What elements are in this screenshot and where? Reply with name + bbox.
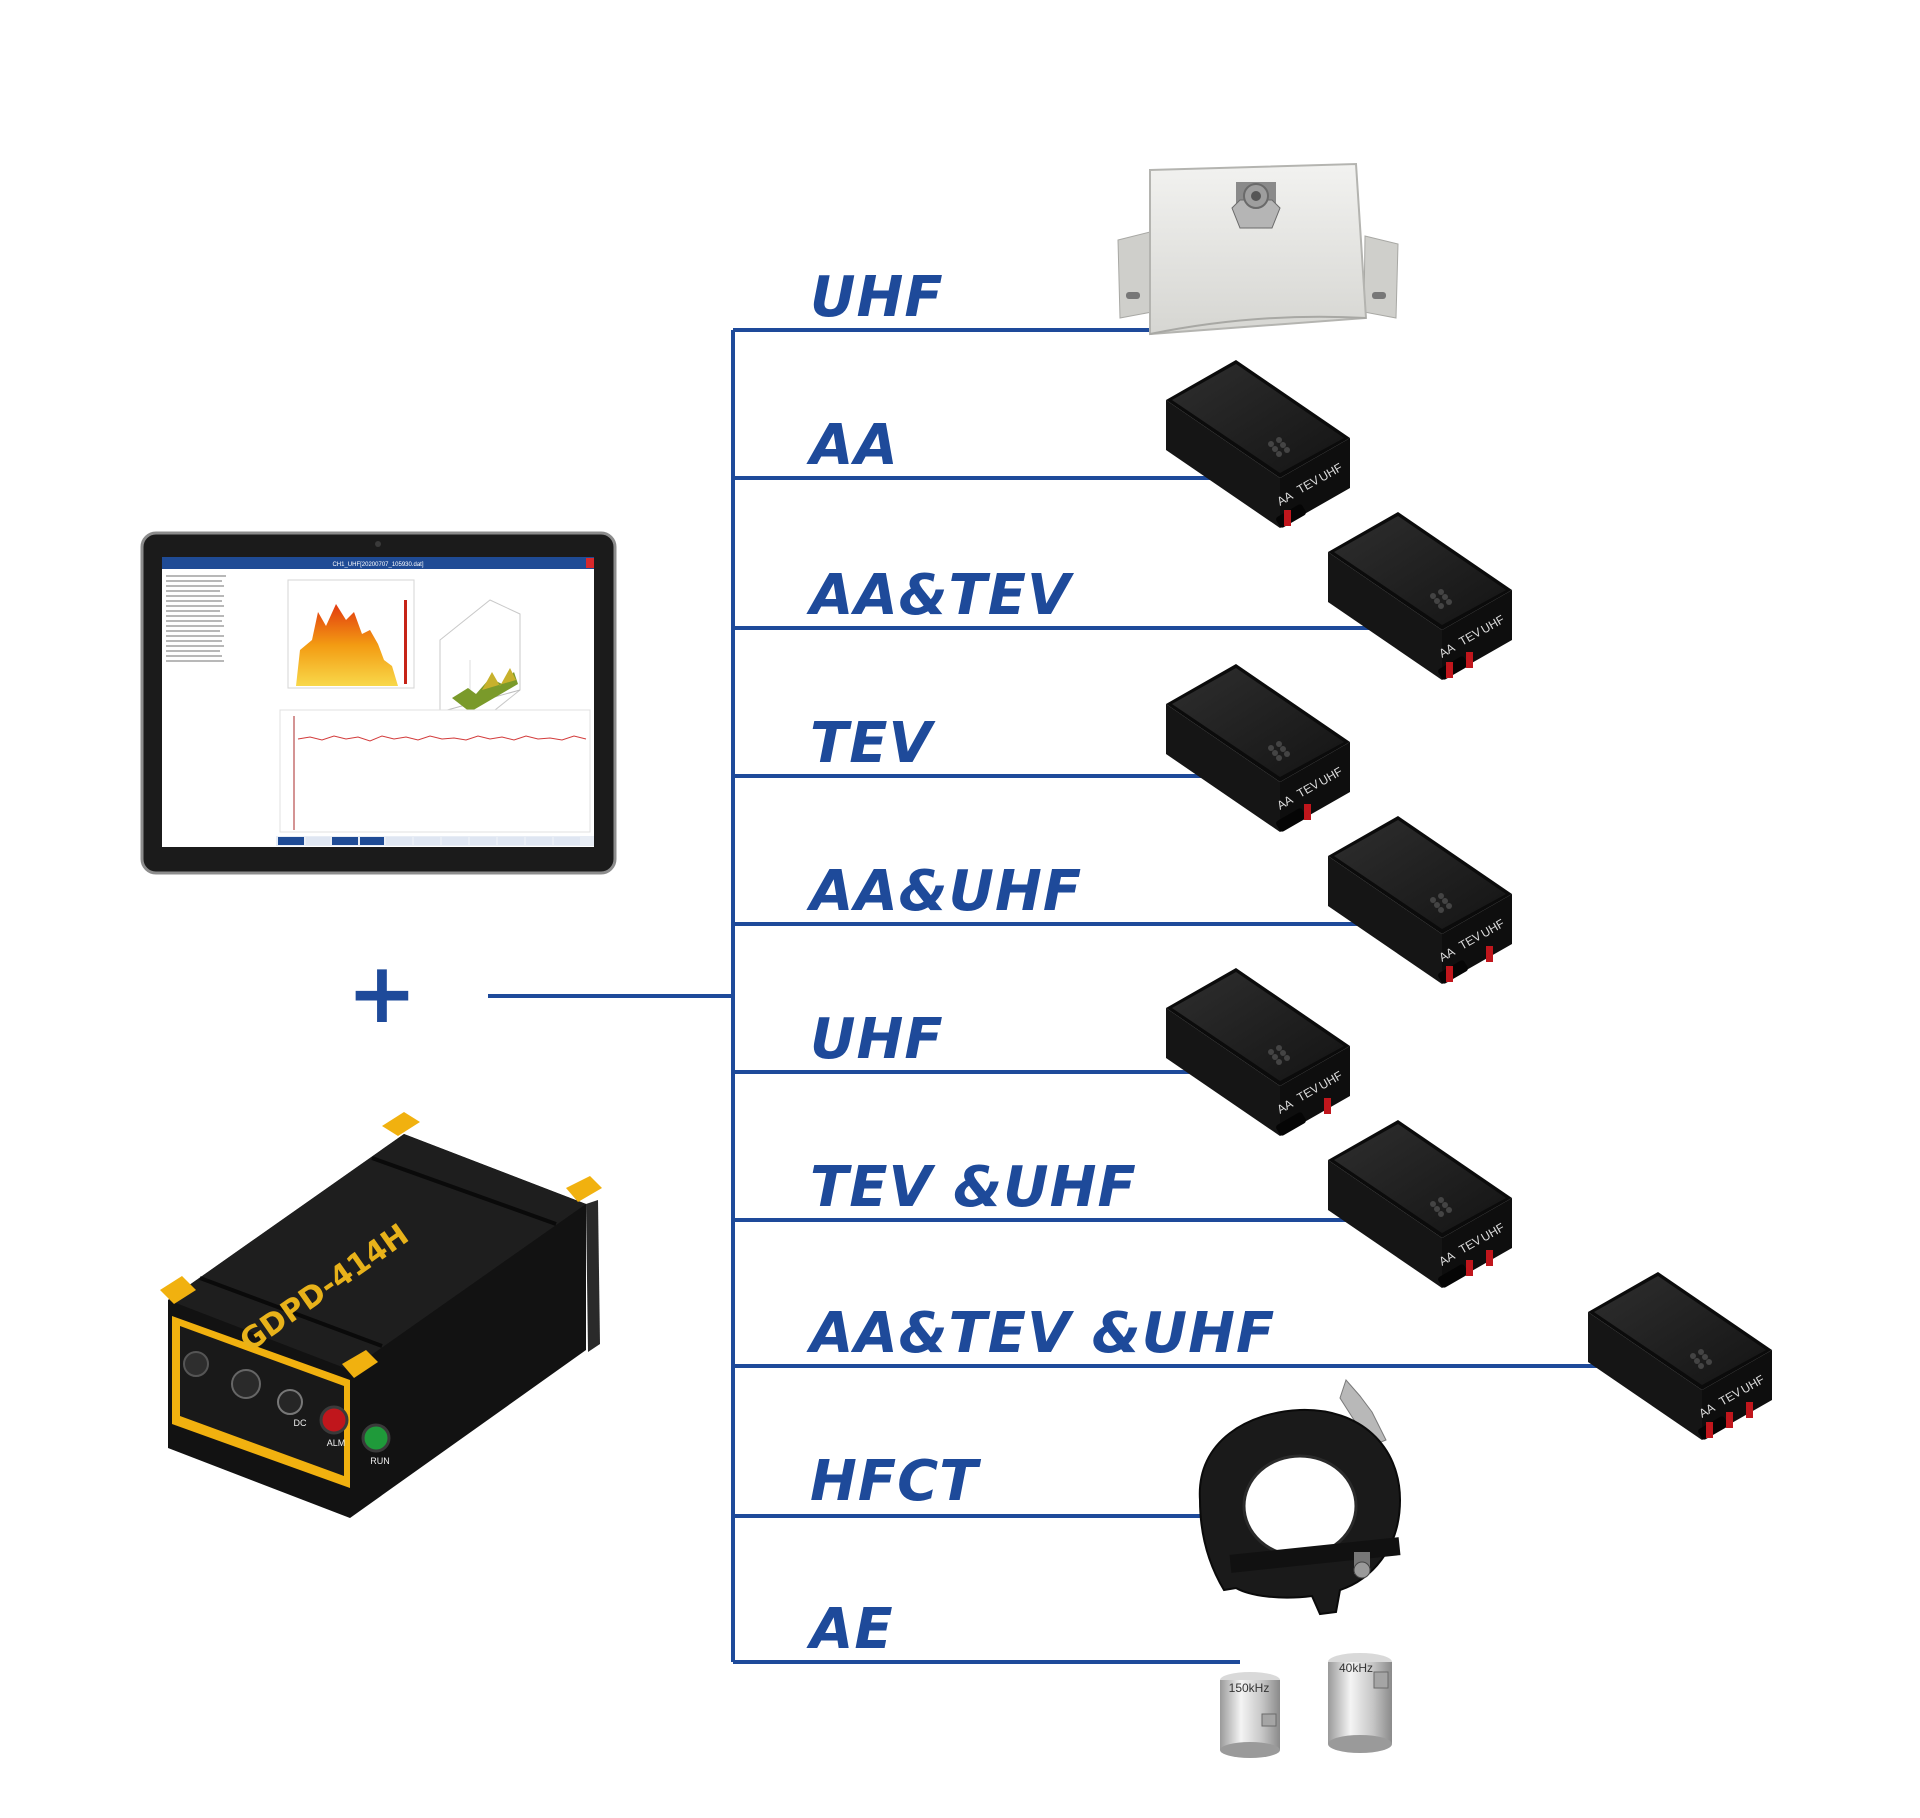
sensor-module-aa-tev: AA TEV UHF <box>1328 512 1512 681</box>
ae-probe-label: 40kHz <box>1339 1661 1373 1675</box>
tablet-tab-bar <box>276 836 594 846</box>
tablet-file-list <box>166 575 226 662</box>
sensor-module-aa: AA TEV UHF <box>1166 360 1350 529</box>
conn-label-aa: AA <box>1275 488 1296 508</box>
connector-uhf <box>1746 1402 1753 1418</box>
connector-uhf <box>1486 1250 1493 1266</box>
branch-label: UHF <box>810 265 944 330</box>
ae-probe-label: 150kHz <box>1229 1681 1270 1695</box>
hfct-clamp <box>1198 1379 1402 1616</box>
sensor-module-tev-uhf: AA TEV UHF <box>1328 1120 1512 1289</box>
tablet-device: CH1_UHF[20200707_105930.dat] <box>140 531 617 875</box>
branch-label: HFCT <box>810 1449 981 1514</box>
branch-lines <box>733 328 1630 1664</box>
sensor-module-aa-uhf: AA TEV UHF <box>1328 816 1512 985</box>
conn-label-aa: AA <box>1437 640 1458 660</box>
conn-label-aa: AA <box>1437 1248 1458 1268</box>
tablet-prpd-chart <box>287 579 415 689</box>
plus-symbol: + <box>347 944 417 1042</box>
conn-label-aa: AA <box>1275 1096 1296 1116</box>
connector-tev <box>1466 652 1473 668</box>
branch-label: AA&TEV &UHF <box>806 1301 1275 1366</box>
main-unit: DC ALM RUN GDPD-414H <box>160 1112 602 1518</box>
connector-uhf <box>1486 946 1493 962</box>
branch-label: AA&UHF <box>806 859 1082 924</box>
connector-tev <box>1304 804 1311 820</box>
ae-probe-40khz: 40kHz <box>1328 1653 1392 1753</box>
ae-probes: 150kHz 40kHz <box>1220 1653 1392 1758</box>
conn-label-aa: AA <box>1697 1400 1718 1420</box>
sensor-module-aa-tev-uhf: AA TEV UHF <box>1588 1272 1772 1441</box>
sensor-module-uhf: AA TEV UHF <box>1166 968 1350 1137</box>
branch-label: TEV <box>810 711 936 776</box>
connector-aa <box>1446 662 1453 678</box>
tablet-window-title: CH1_UHF[20200707_105930.dat] <box>332 562 423 568</box>
alm-led <box>319 1405 349 1435</box>
conn-label-aa: AA <box>1437 944 1458 964</box>
connector-aa <box>1284 510 1291 526</box>
sensor-module-tev: AA TEV UHF <box>1166 664 1350 833</box>
run-led <box>361 1423 391 1453</box>
tablet-3d-chart <box>439 599 521 731</box>
connector-aa <box>1706 1422 1713 1438</box>
dc-port-label: DC <box>294 1418 307 1428</box>
connector-tev <box>1726 1412 1733 1428</box>
connector-tev <box>1466 1260 1473 1276</box>
tablet-waveform-chart <box>279 709 591 833</box>
branch-labels: UHF AA AA&TEV TEV AA&UHF UHF TEV &UHF AA… <box>806 265 1275 1662</box>
branch-label: AA&TEV <box>806 563 1075 628</box>
connector-uhf <box>1324 1098 1331 1114</box>
branch-label: UHF <box>810 1007 944 1072</box>
branch-label: AA <box>806 413 899 478</box>
branch-label: AE <box>806 1597 894 1662</box>
branch-label: TEV &UHF <box>810 1155 1137 1220</box>
run-label: RUN <box>370 1456 390 1466</box>
ae-probe-150khz: 150kHz <box>1220 1672 1280 1758</box>
uhf-antenna-box <box>1117 162 1399 336</box>
alm-label: ALM <box>327 1438 346 1448</box>
connector-aa <box>1446 966 1453 982</box>
dc-port <box>277 1389 303 1415</box>
conn-label-aa: AA <box>1275 792 1296 812</box>
